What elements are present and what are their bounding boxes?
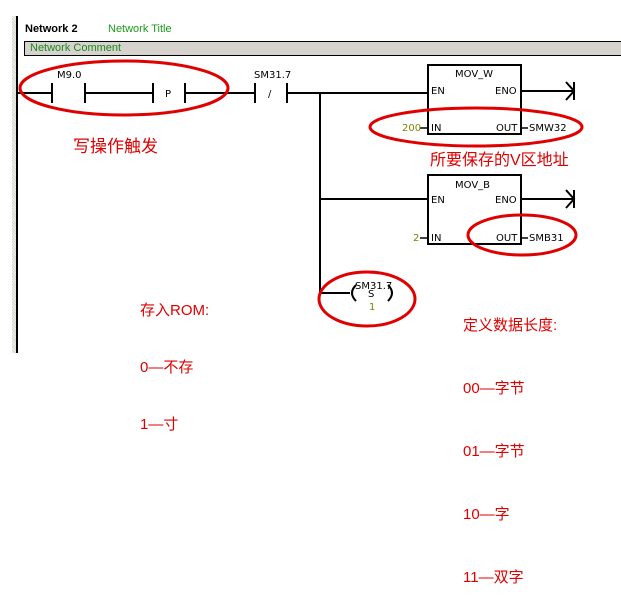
note-rom-line-0: 存入ROM: xyxy=(140,302,210,319)
mov-w-in-value: 200 xyxy=(402,123,421,134)
set-coil-op: S xyxy=(368,289,374,300)
note-data-length: 定义数据长度: 00—字节 01—字节 10—字 11—双字 xyxy=(463,273,557,609)
note-length-line-4: 11—双字 xyxy=(463,569,524,586)
note-v-address: 所要保存的V区地址 xyxy=(430,152,569,169)
mov-w-in: IN xyxy=(431,123,441,134)
note-rom-line-2: 1—寸 xyxy=(140,416,179,433)
note-write-trigger: 写操作触发 xyxy=(73,137,158,156)
mov-b-out-value: SMB31 xyxy=(529,233,564,244)
set-coil[interactable]: SM31.7 S 1 xyxy=(351,281,393,313)
network-comment-bar[interactable]: Network Comment xyxy=(24,41,621,56)
mov-w-name: MOV_W xyxy=(455,69,493,80)
contact-sm31-7-symbol: / xyxy=(268,89,272,100)
note-length-line-3: 10—字 xyxy=(463,506,510,523)
ladder-diagram: M9.0 P SM31.7 / MOV_W EN ENO IN OUT 200 … xyxy=(17,59,584,328)
set-coil-count: 1 xyxy=(369,302,375,313)
power-rail xyxy=(16,16,18,353)
mov-b-in-value: 2 xyxy=(413,233,419,244)
positive-edge-contact[interactable]: P xyxy=(152,83,186,103)
note-rom-store: 存入ROM: 0—不存 1—寸 xyxy=(140,263,209,453)
contact-sm31-7-address: SM31.7 xyxy=(254,70,291,81)
note-length-line-2: 01—字节 xyxy=(463,443,525,460)
mov-b-eno: ENO xyxy=(495,195,517,206)
highlight-ellipse-smb31 xyxy=(466,213,578,257)
mov-b-name: MOV_B xyxy=(455,180,490,191)
set-coil-address: SM31.7 xyxy=(355,281,392,292)
mov-w-en: EN xyxy=(431,86,445,97)
highlight-ellipse-v-address xyxy=(368,106,584,148)
network-title[interactable]: Network Title xyxy=(108,23,172,35)
note-length-line-0: 定义数据长度: xyxy=(463,317,558,334)
contact-m9-0-address: M9.0 xyxy=(57,70,82,81)
mov-w-out: OUT xyxy=(496,123,518,134)
mov-w-out-value: SMW32 xyxy=(529,123,567,134)
mov-b-block[interactable]: MOV_B EN ENO IN OUT 2 SMB31 xyxy=(413,174,576,245)
mov-b-out: OUT xyxy=(496,233,518,244)
editor-gutter xyxy=(12,16,16,353)
positive-edge-label: P xyxy=(165,89,171,100)
note-rom-line-1: 0—不存 xyxy=(140,359,194,376)
mov-b-en: EN xyxy=(431,195,445,206)
network-number: Network 2 xyxy=(25,23,78,35)
mov-b-in: IN xyxy=(431,233,441,244)
contact-sm31-7-nc[interactable]: SM31.7 / xyxy=(254,70,291,103)
mov-w-eno: ENO xyxy=(495,86,517,97)
highlight-ellipse-trigger xyxy=(18,59,230,117)
highlight-ellipse-set-coil xyxy=(317,270,417,328)
contact-m9-0[interactable]: M9.0 xyxy=(51,70,86,103)
mov-w-block[interactable]: MOV_W EN ENO IN OUT 200 SMW32 xyxy=(402,64,576,135)
network-comment[interactable]: Network Comment xyxy=(30,42,122,54)
note-length-line-1: 00—字节 xyxy=(463,380,525,397)
